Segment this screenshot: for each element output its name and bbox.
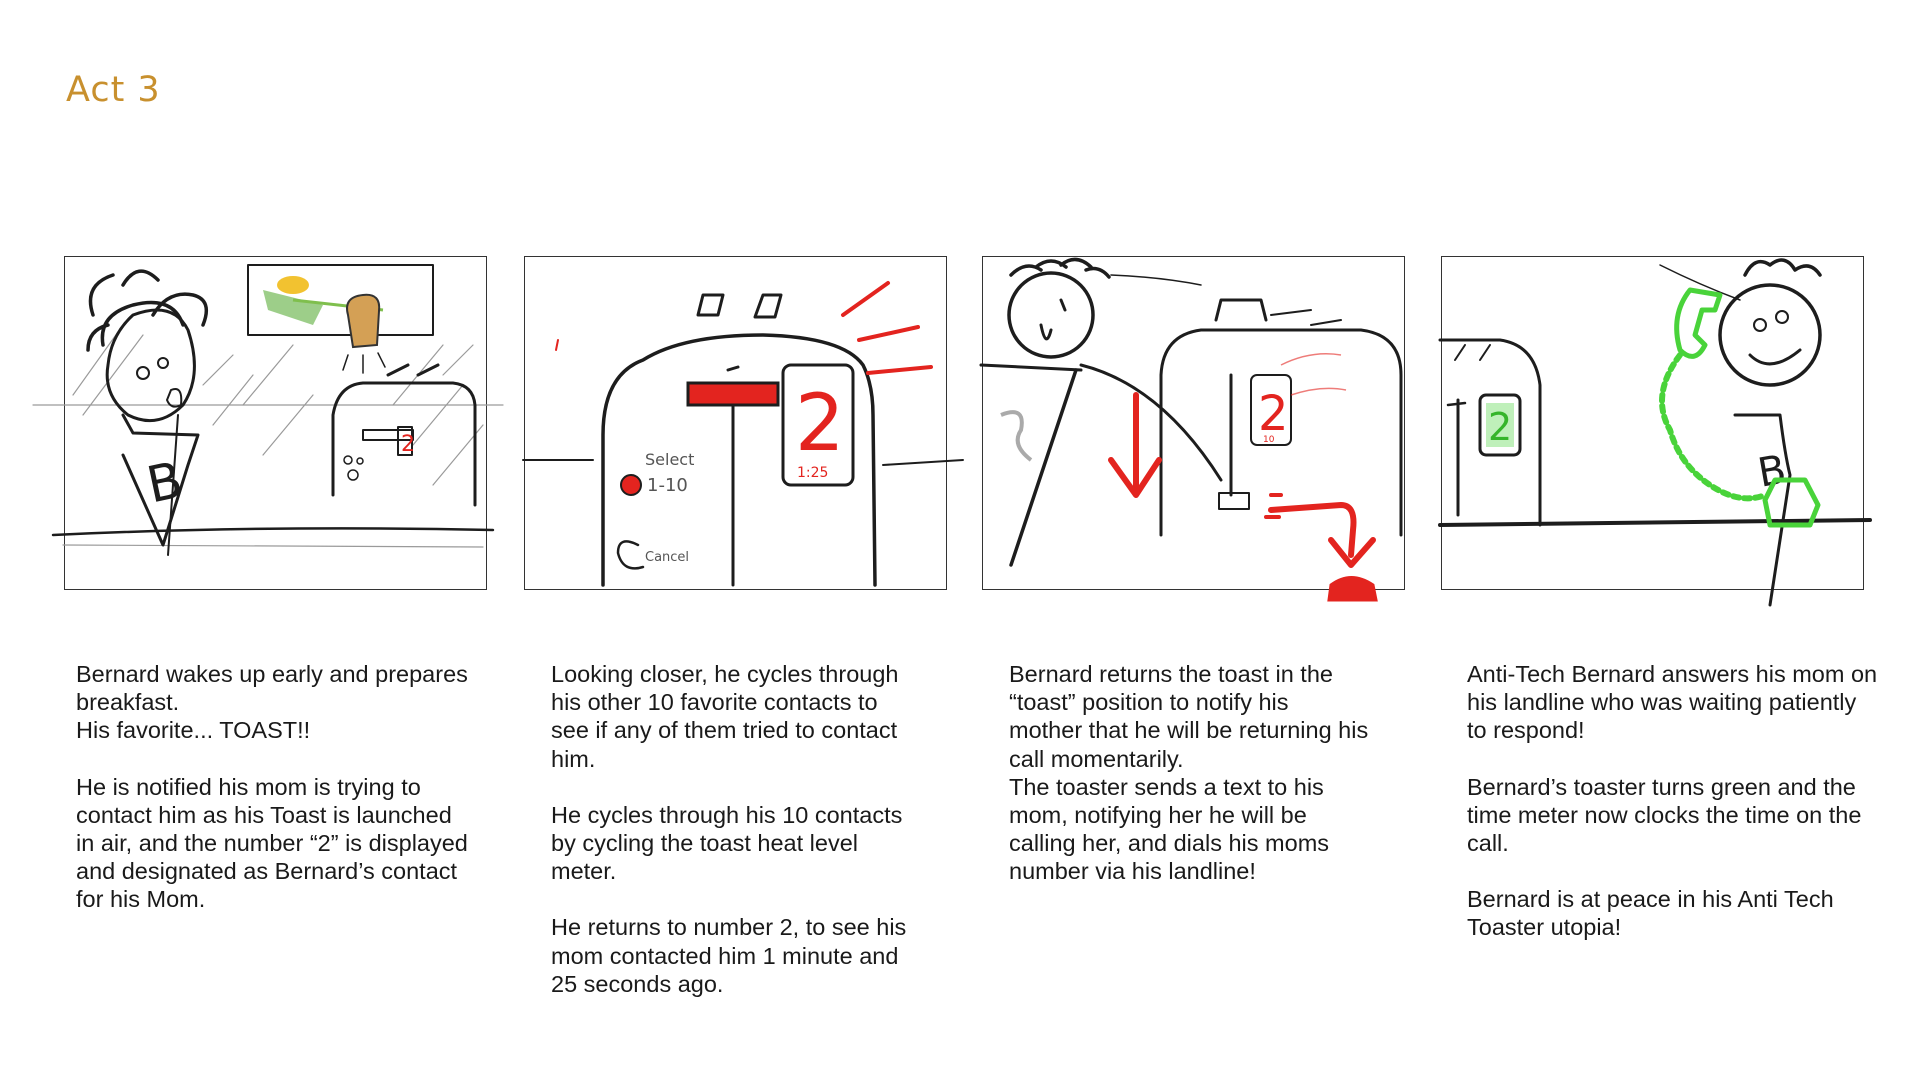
caption-panel-3: Bernard returns the toast in the “toast”… [1009,660,1429,886]
caption-line: for his Mom. [76,886,206,913]
toaster-closeup: 2 1:25 [601,293,877,587]
caption-line: breakfast. [76,689,180,716]
cancel-label: Cancel [645,550,689,565]
caption-line: by cycling the toast heat level [551,830,858,857]
caption-line: to respond! [1467,717,1585,744]
caption-panel-2: Looking closer, he cycles through his ot… [551,660,971,998]
caption-line: his landline who was waiting patiently [1467,689,1857,716]
caption-line: Bernard’s toaster turns green and the [1467,773,1856,800]
flying-toast-icon [342,293,386,374]
dial-arrow-icon [1264,493,1376,568]
caption-line: 25 seconds ago. [551,970,724,997]
caption-line: him. [551,745,596,772]
caption-line: His favorite... TOAST!! [76,717,311,744]
caption-line: calling her, and dials his moms [1009,830,1330,857]
panel-1-sketch: 2 B [32,264,504,556]
storyboard-panel-2: 2 1:25 Select 1-10 Cancel [522,256,964,590]
contact-digit: 2 [1488,405,1512,449]
kitchen-background [32,324,504,548]
caption-line: He cycles through his 10 contacts [551,801,903,828]
caption-line: in air, and the number “2” is displayed [76,830,468,857]
cancel-button-icon: Cancel [616,540,689,570]
toaster: 2 10 [1159,298,1403,537]
caption-line: Bernard returns the toast in the [1009,661,1333,687]
toaster: 2 [1438,338,1542,527]
small-number: 10 [1263,435,1275,445]
caption-line: Bernard wakes up early and prepares [76,661,468,687]
caption-line: meter. [551,858,617,885]
caption-line: mom contacted him 1 minute and [551,942,899,969]
shirt-letter: B [142,451,188,515]
green-phone-icon [1659,287,1821,528]
caption-line: time meter now clocks the time on the [1467,801,1862,828]
caption-line: number via his landline! [1009,858,1256,885]
caption-line: and designated as Bernard’s contact [76,858,458,885]
caption-line: call. [1467,830,1509,857]
contact-timer: 1:25 [797,465,828,481]
storyboard-panel-3: 2 10 [979,256,1405,602]
select-label: Select [645,450,694,469]
bernard-character: B [1659,258,1822,607]
panel-3-sketch: 2 10 [979,257,1403,602]
caption-line: “toast” position to notify his [1009,689,1289,716]
caption-panel-1: Bernard wakes up early and prepares brea… [76,660,496,914]
bernard-character: B [86,269,209,556]
kitchen-window [247,264,434,336]
caption-line: Anti-Tech Bernard answers his mom on [1467,661,1878,687]
panel-4-sketch: 2 B [1438,258,1872,607]
bernard-character [979,257,1223,567]
contact-digit: 2 [1258,386,1289,442]
landline-phone-icon [1327,576,1378,602]
caption-line: call momentarily. [1009,745,1184,772]
caption-line: He returns to number 2, to see his [551,914,907,941]
toaster-digit: 2 [401,432,415,457]
range-label: 1-10 [647,475,688,496]
caption-line: mom, notifying her he will be [1009,802,1307,829]
alert-rays-icon [841,281,933,375]
caption-line: The toaster sends a text to his [1009,773,1324,800]
caption-line: contact him as his Toast is launched [76,801,452,828]
caption-line: Looking closer, he cycles through [551,661,899,687]
storyboard-panel-1: 2 B [32,256,504,590]
caption-line: He is notified his mom is trying to [76,773,421,800]
caption-line: see if any of them tried to contact [551,717,898,744]
toaster: 2 [331,363,477,507]
caption-line: Bernard is at peace in his Anti Tech [1467,886,1834,913]
storyboard-panel-4: 2 B [1438,256,1872,607]
contact-digit: 2 [795,379,845,469]
caption-line: Toaster utopia! [1467,914,1622,941]
caption-line: his other 10 favorite contacts to [551,689,878,716]
caption-panel-4: Anti-Tech Bernard answers his mom on his… [1467,660,1907,942]
down-arrow-icon [1108,392,1162,498]
act-title: Act 3 [66,70,161,110]
caption-line: mother that he will be returning his [1009,717,1369,744]
panel-2-sketch: 2 1:25 Select 1-10 Cancel [522,281,964,587]
select-button-icon: Select 1-10 [620,450,694,496]
